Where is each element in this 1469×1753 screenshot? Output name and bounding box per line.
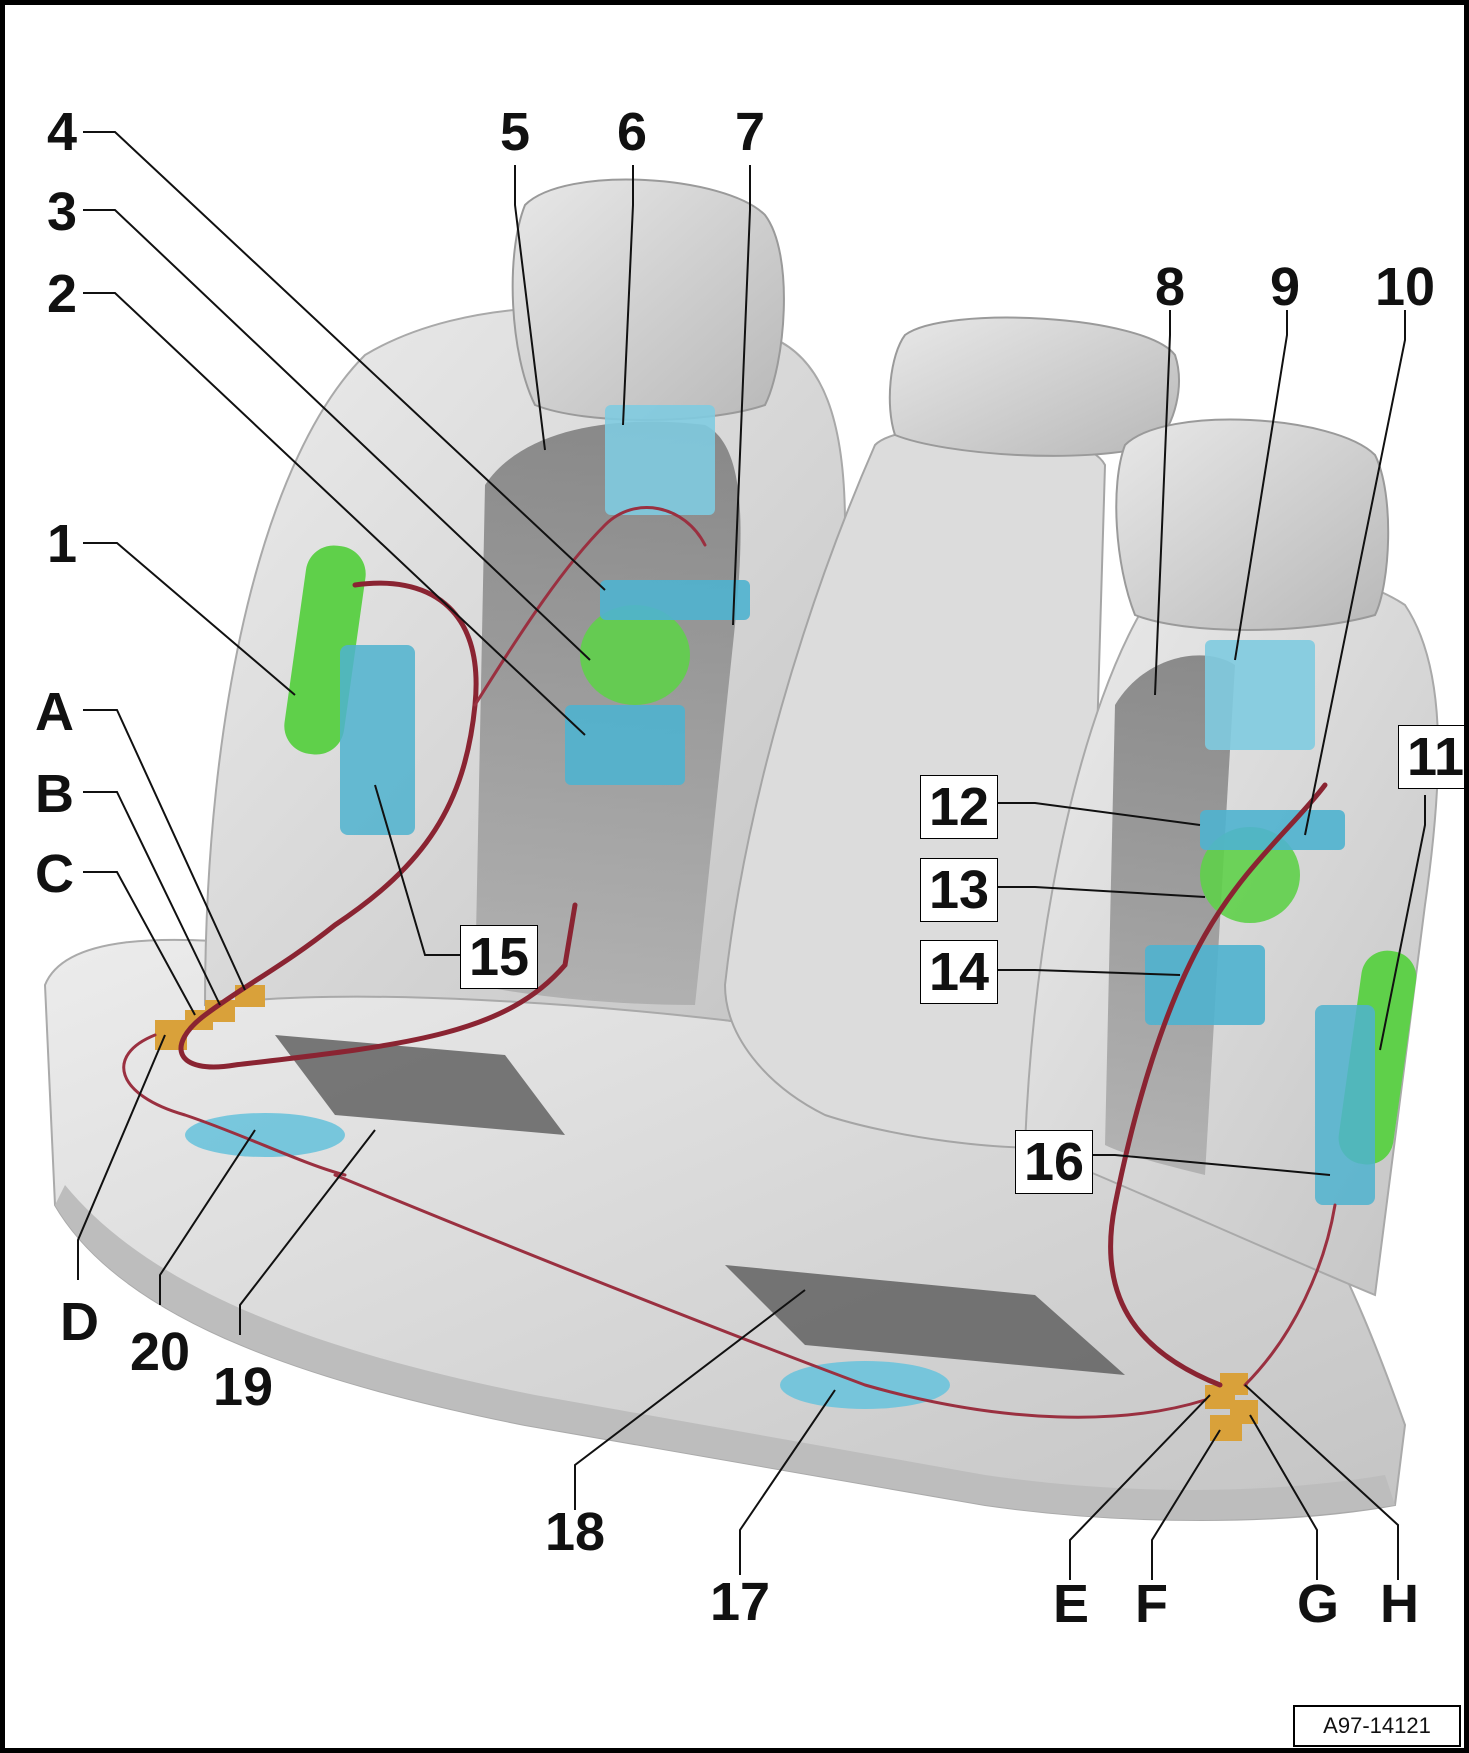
callout-label-19: 19 bbox=[213, 1357, 274, 1417]
callout-label-3: 3 bbox=[47, 182, 78, 242]
callout-label-a: A bbox=[35, 682, 74, 742]
callout-label-10: 10 bbox=[1375, 257, 1436, 317]
right-blower-fan bbox=[1200, 827, 1300, 923]
callout-label-2: 2 bbox=[47, 264, 78, 324]
rear-seat-illustration bbox=[43, 131, 1440, 1580]
wiring-harness-front bbox=[333, 1173, 1207, 1419]
right-lower-control-unit bbox=[1145, 945, 1265, 1025]
wiring-harness-left bbox=[178, 580, 578, 1070]
figure-reference-code: A97-14121 bbox=[1293, 1705, 1461, 1747]
center-top-block bbox=[888, 316, 1180, 457]
callout-label-11: 11 bbox=[1398, 725, 1464, 789]
callout-label-d: D bbox=[60, 1292, 99, 1352]
callout-label-c: C bbox=[35, 844, 74, 904]
left-blower-fan bbox=[580, 605, 690, 705]
callout-label-6: 6 bbox=[617, 102, 648, 162]
callout-label-8: 8 bbox=[1155, 257, 1186, 317]
right-backrest-dark-panel bbox=[1105, 655, 1235, 1175]
callout-label-e: E bbox=[1053, 1574, 1090, 1634]
wiring-harness-right bbox=[1108, 782, 1328, 1388]
callout-label-5: 5 bbox=[500, 102, 531, 162]
callout-label-7: 7 bbox=[735, 102, 766, 162]
wiring-harness-left-upper bbox=[473, 506, 707, 707]
left-lumbar-unit bbox=[340, 645, 415, 835]
right-connector-h bbox=[1220, 1373, 1248, 1395]
left-upper-control-unit bbox=[605, 405, 715, 515]
callout-label-f: F bbox=[1135, 1574, 1168, 1634]
right-headrest bbox=[1115, 418, 1390, 631]
right-upper-control-unit bbox=[1205, 640, 1315, 750]
left-cushion-insert bbox=[275, 1035, 565, 1135]
left-lower-control-unit bbox=[565, 705, 685, 785]
callout-label-1: 1 bbox=[47, 514, 78, 574]
callout-label-13: 13 bbox=[920, 858, 999, 922]
callout-label-15: 15 bbox=[460, 925, 539, 989]
leader-lines bbox=[77, 131, 1426, 1580]
callout-label-g: G bbox=[1297, 1574, 1340, 1634]
callout-label-b: B bbox=[35, 764, 74, 824]
callout-label-14: 14 bbox=[920, 940, 999, 1004]
seat-cushion-front-band bbox=[55, 1185, 1395, 1520]
wiring-harness-left-cushion bbox=[122, 1033, 347, 1177]
left-mid-control-unit bbox=[600, 580, 750, 620]
callout-label-16: 16 bbox=[1015, 1130, 1094, 1194]
callout-label-18: 18 bbox=[545, 1502, 606, 1562]
right-cushion-insert bbox=[725, 1265, 1125, 1375]
wiring-harness-right-lumbar bbox=[1243, 1203, 1337, 1387]
callout-label-9: 9 bbox=[1270, 257, 1301, 317]
left-cushion-heater bbox=[185, 1113, 345, 1157]
callout-label-20: 20 bbox=[130, 1322, 191, 1382]
left-headrest bbox=[511, 178, 785, 421]
callout-label-17: 17 bbox=[710, 1572, 771, 1632]
right-lumbar-unit bbox=[1315, 1005, 1375, 1205]
callout-label-h: H bbox=[1380, 1574, 1419, 1634]
callout-label-4: 4 bbox=[47, 102, 78, 162]
callout-label-12: 12 bbox=[920, 775, 999, 839]
